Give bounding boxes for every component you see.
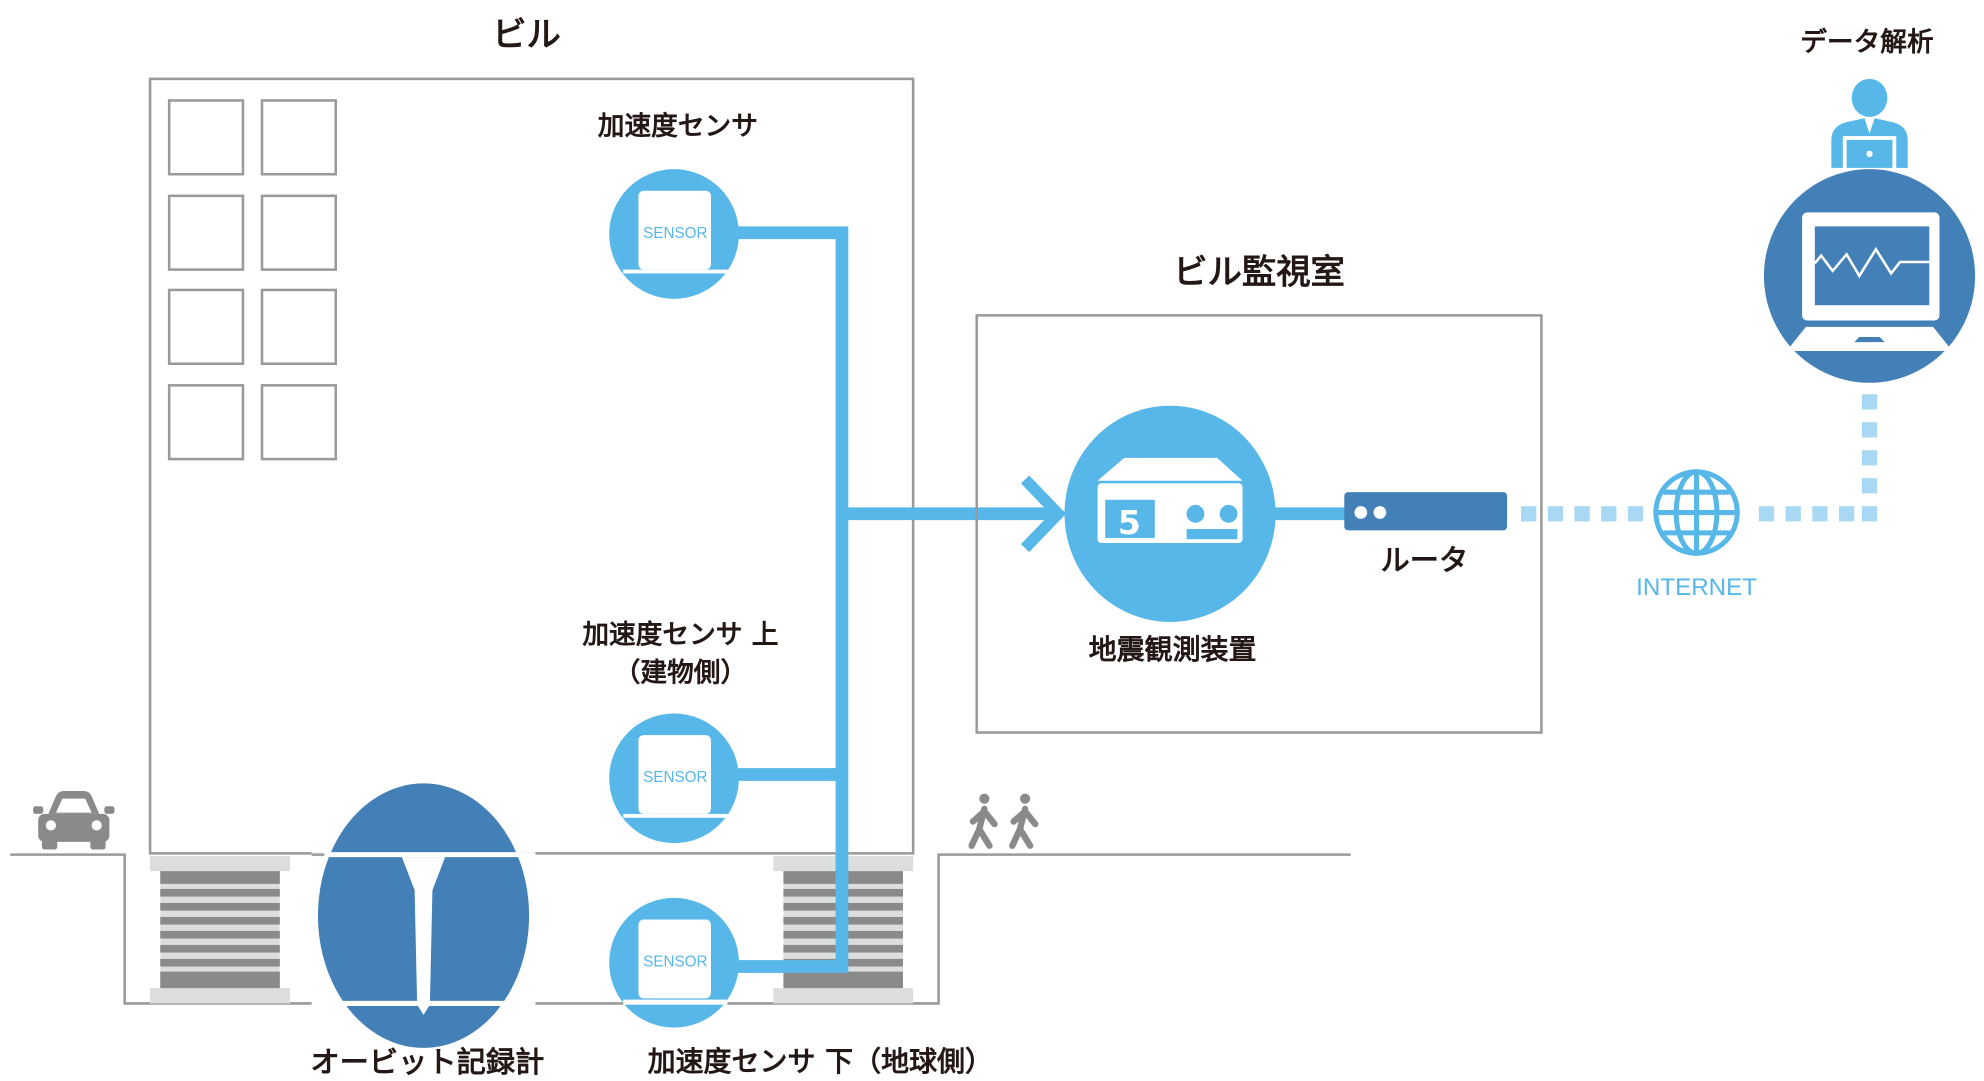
analyst-icon bbox=[1831, 78, 1908, 172]
building-windows bbox=[167, 99, 338, 461]
sensor-badge: SENSOR bbox=[643, 954, 707, 971]
sensor-badge: SENSOR bbox=[643, 769, 707, 786]
sensor-lower: SENSOR bbox=[609, 897, 739, 1028]
window bbox=[167, 194, 245, 271]
pedestrians-icon bbox=[968, 793, 1039, 849]
building-title: ビル bbox=[492, 15, 561, 55]
sensor-top-label: 加速度センサ bbox=[598, 111, 758, 142]
seismometer-display: 5 bbox=[1118, 503, 1141, 542]
data-analysis-label: データ解析 bbox=[1800, 27, 1933, 58]
window bbox=[167, 384, 245, 461]
monitoring-room-outline bbox=[975, 314, 1543, 734]
sensor-top: SENSOR bbox=[609, 169, 739, 299]
seismometer-label: 地震観測装置 bbox=[1089, 633, 1257, 666]
sensor-upper: SENSOR bbox=[609, 713, 739, 844]
window bbox=[167, 288, 245, 365]
monitoring-room-title: ビル監視室 bbox=[1173, 253, 1345, 293]
internet-connection bbox=[1521, 394, 1878, 522]
window bbox=[260, 99, 338, 176]
sensor-badge: SENSOR bbox=[643, 225, 707, 242]
sensor-upper-sublabel: （建物側） bbox=[614, 658, 747, 689]
globe-icon bbox=[1653, 469, 1740, 556]
sensor-cables bbox=[735, 226, 1349, 973]
seismometer-icon: 5 bbox=[1064, 405, 1276, 622]
sensor-lower-label: 加速度センサ 下（地球側） bbox=[648, 1045, 993, 1078]
sensor-upper-label: 加速度センサ 上 bbox=[582, 620, 778, 651]
window bbox=[260, 288, 338, 365]
computer-icon bbox=[1763, 169, 1976, 383]
orbit-recorder-label: オービット記録計 bbox=[310, 1045, 544, 1079]
internet-label: INTERNET bbox=[1636, 574, 1757, 601]
seismic-isolator-left bbox=[150, 855, 290, 1004]
router-icon bbox=[1344, 492, 1508, 531]
car-icon bbox=[33, 791, 115, 850]
window bbox=[260, 194, 338, 271]
window bbox=[260, 384, 338, 461]
router-label: ルータ bbox=[1381, 543, 1469, 577]
window bbox=[167, 99, 245, 176]
orbit-recorder-icon bbox=[311, 783, 536, 1048]
